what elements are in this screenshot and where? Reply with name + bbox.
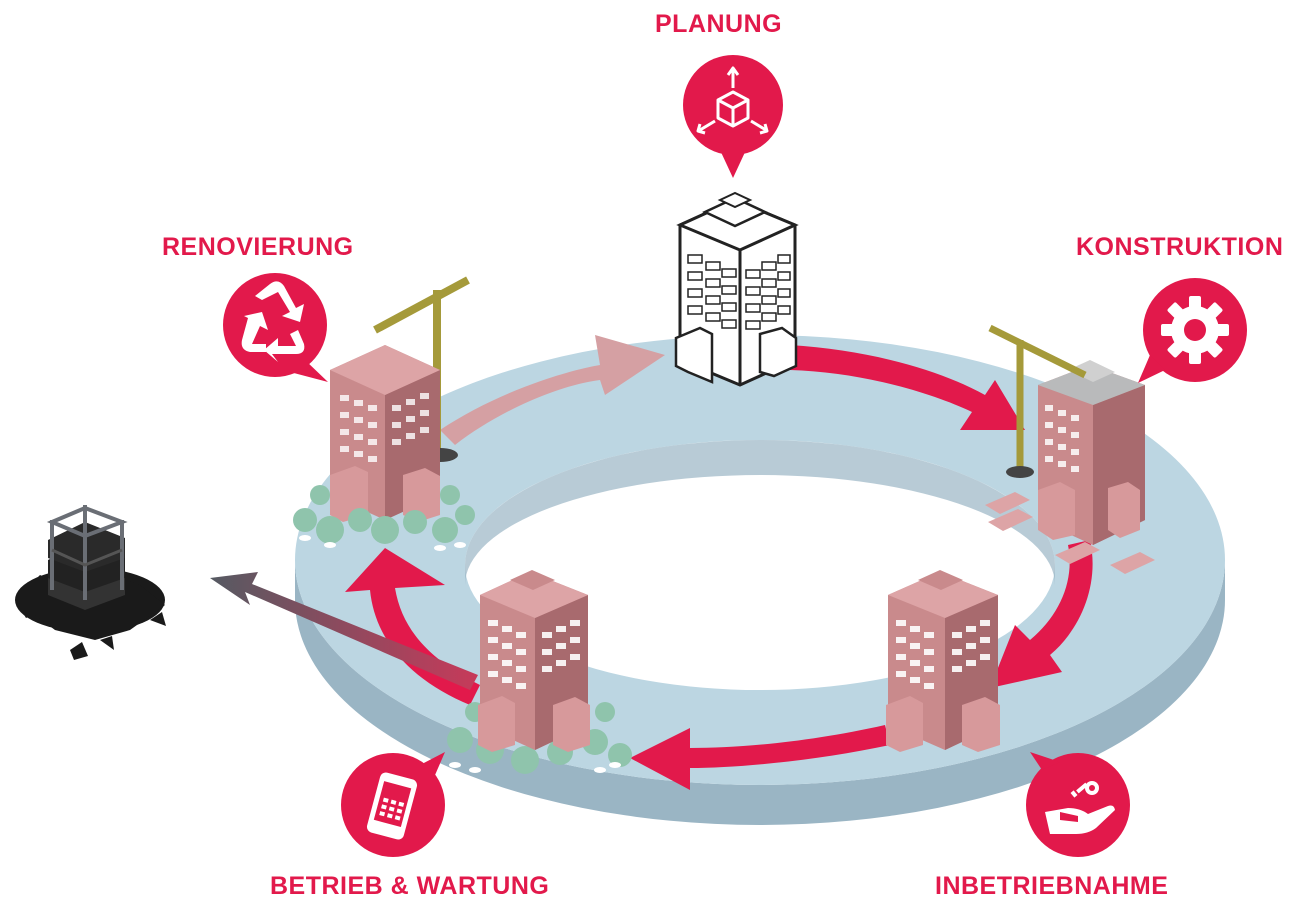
building-planung [674,191,799,387]
arrow-renovierung-to-planung [440,335,665,445]
building-renovierung [293,276,475,551]
cube-3d-icon [696,66,769,135]
demolished-building [15,505,166,660]
building-konstruktion [985,324,1155,574]
building-betrieb [447,570,632,774]
label-betrieb-wartung: BETRIEB & WARTUNG [270,872,550,900]
arrow-konstruktion-to-inbetriebnahme [990,540,1093,688]
label-inbetriebnahme: INBETRIEBNAHME [935,872,1169,900]
gear-icon [1161,296,1229,364]
bubble-konstruktion [1138,278,1247,383]
hand-key-icon [1045,781,1115,834]
bubble-renovierung [223,273,328,382]
arrow-inbetriebnahme-to-betrieb [630,725,890,790]
bubble-planung [683,55,783,178]
label-renovierung: RENOVIERUNG [162,233,354,261]
bubble-betrieb [341,752,445,857]
arrow-planung-to-konstruktion [790,345,1025,430]
smartphone-icon [366,772,418,840]
label-konstruktion: KONSTRUKTION [1076,233,1284,261]
flow-arrows [210,335,1093,790]
ring-inner-wall [465,440,1055,585]
arrow-exit-demolition [210,572,478,690]
recycle-icon [241,281,305,362]
bubble-inbetriebnahme [1026,752,1130,857]
label-planung: PLANUNG [655,10,783,38]
building-inbetriebnahme [886,570,1000,752]
